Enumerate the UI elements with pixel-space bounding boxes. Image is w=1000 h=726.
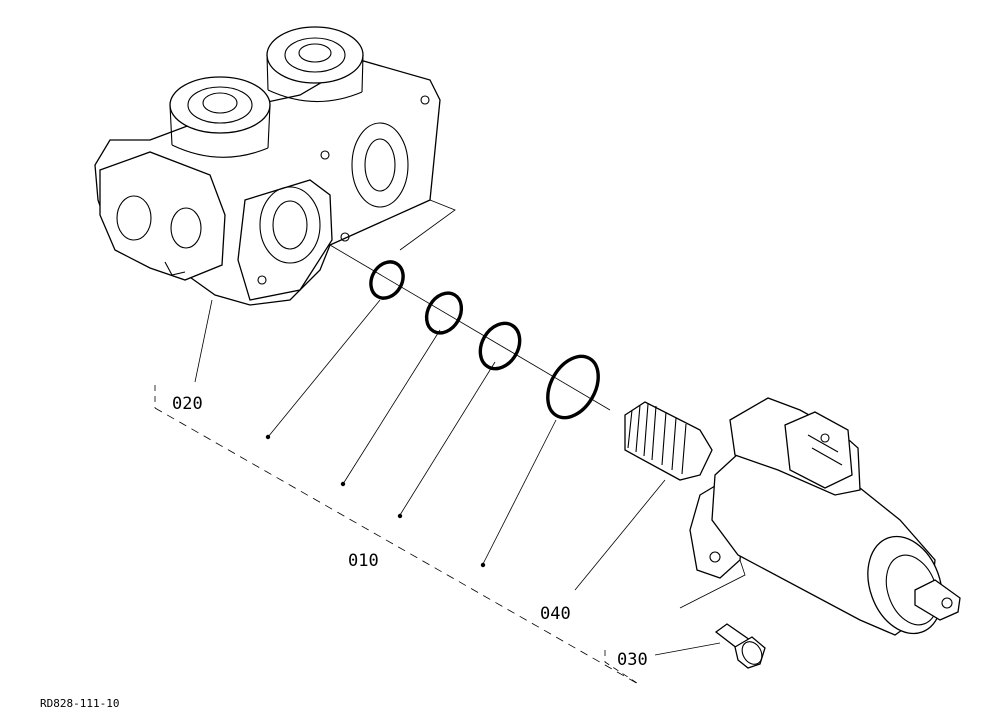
leader-dot (397, 513, 403, 519)
part-label-020: 020 (172, 394, 203, 414)
reference-code: RD828-111-10 (40, 697, 119, 710)
valve-housing-icon (94, 26, 611, 411)
part-label-030: 030 (617, 650, 648, 670)
leader-dot (265, 434, 271, 440)
bolt-icon (714, 623, 766, 669)
o-ring-icon (369, 260, 600, 420)
part-label-040: 040 (540, 604, 571, 624)
leader-dot (340, 481, 346, 487)
assembly-bracket (154, 385, 641, 686)
part-label-010: 010 (348, 551, 379, 571)
solenoid-valve-icon (624, 397, 961, 636)
leader-lines (194, 299, 721, 656)
leader-dot (480, 562, 486, 568)
